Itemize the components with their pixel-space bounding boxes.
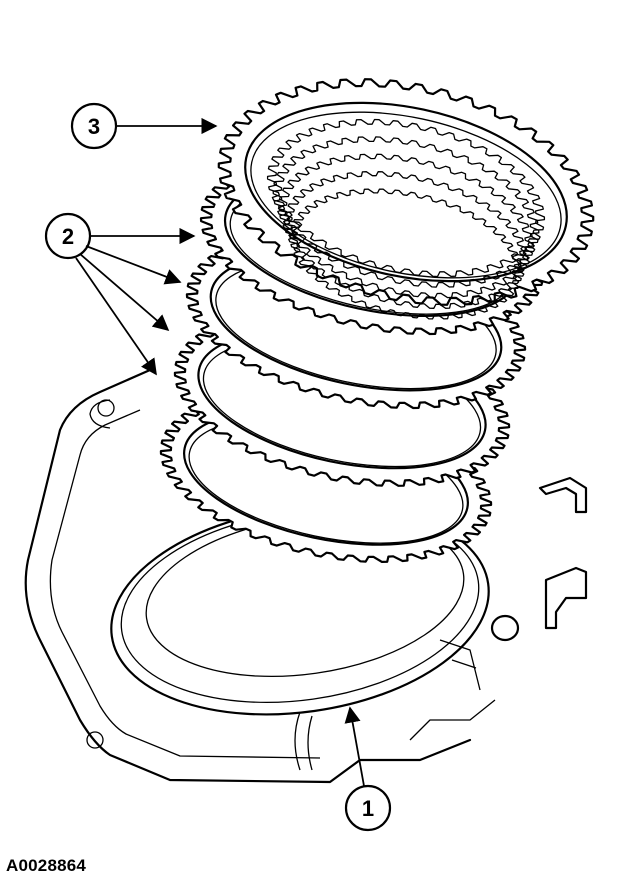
transmission-housing — [24, 368, 520, 784]
svg-text:1: 1 — [362, 796, 374, 821]
housing-bolt-hole — [86, 731, 104, 749]
housing-bolt-hole — [97, 399, 115, 417]
pin — [490, 614, 520, 642]
callout-2: 2 — [44, 212, 196, 376]
callout-3: 3 — [70, 102, 218, 150]
bracket-lower — [544, 566, 588, 630]
svg-text:3: 3 — [88, 114, 100, 139]
clutch-plate-stack — [159, 78, 595, 563]
callout-1: 1 — [344, 706, 392, 832]
svg-text:2: 2 — [62, 224, 74, 249]
figure-id: A0028864 — [6, 856, 87, 875]
pressure-plate — [217, 78, 595, 320]
bracket-upper — [538, 476, 588, 514]
